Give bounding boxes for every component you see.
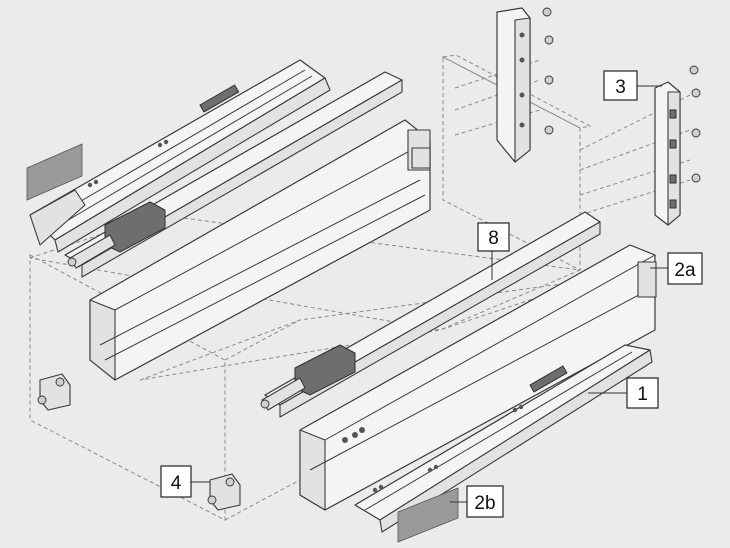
callout-2b-label: 2b [474, 493, 495, 514]
left-soft-close-damper [67, 201, 166, 269]
front-fixing-bracket-left [37, 373, 71, 411]
right-rear-bracket-screws [689, 65, 701, 183]
callout-1: 1 [626, 377, 659, 409]
callout-8: 8 [477, 222, 510, 252]
leader-lines [190, 85, 668, 503]
right-soft-close-damper [260, 344, 356, 411]
callout-4: 4 [160, 465, 192, 498]
callout-2b: 2b [466, 485, 504, 518]
left-drawer-side-panel [89, 119, 431, 381]
callout-3: 3 [603, 70, 638, 101]
callout-4-label: 4 [171, 473, 182, 494]
right-gray-cover-plate [397, 487, 459, 543]
right-rear-bracket [654, 81, 681, 226]
left-gray-cover-plate [26, 143, 83, 201]
front-fixing-bracket-right [207, 473, 241, 511]
rear-bracket [496, 7, 531, 163]
callout-2a: 2a [667, 252, 703, 285]
callout-2a-label: 2a [674, 260, 696, 281]
callout-8-label: 8 [488, 228, 499, 249]
rear-bracket-screws [542, 7, 554, 135]
left-runner-rail [29, 59, 331, 253]
callout-1-label: 1 [637, 384, 648, 405]
right-runner-rail [354, 344, 653, 533]
right-drawer-side-panel [299, 244, 657, 511]
callout-3-label: 3 [615, 77, 626, 98]
